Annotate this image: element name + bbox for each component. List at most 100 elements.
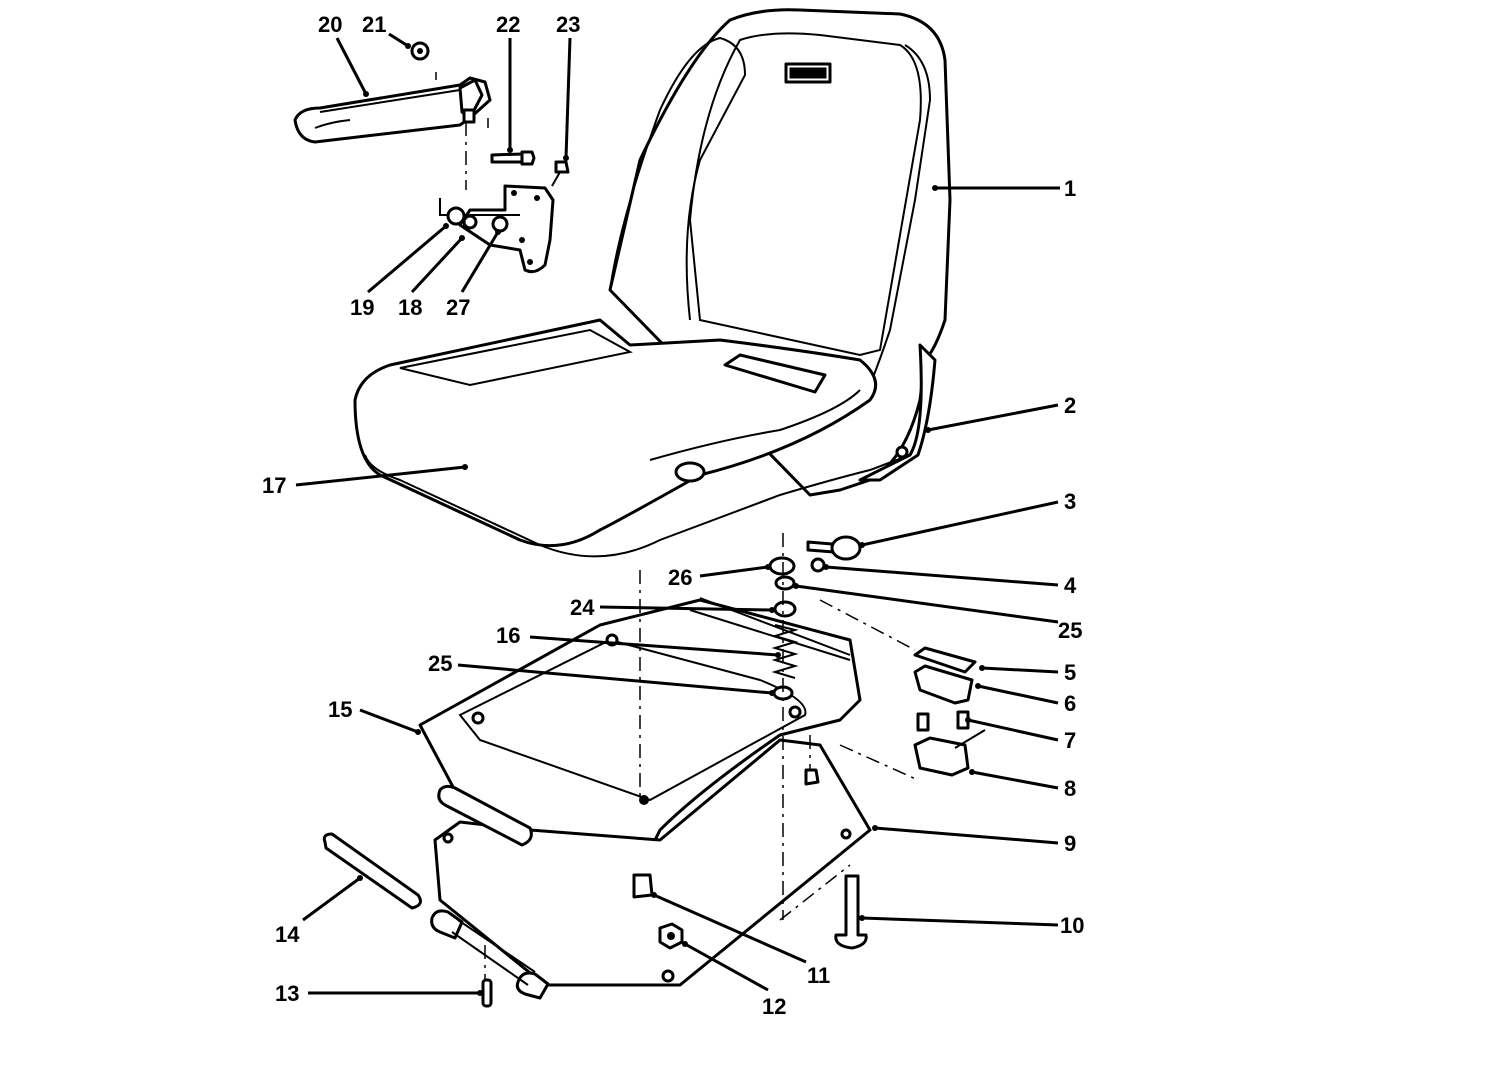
callout-23: 23 (556, 12, 580, 37)
part-22-bolt (490, 152, 524, 164)
leader-dot-26 (765, 564, 771, 570)
leader-18 (410, 236, 464, 294)
leader-8 (971, 770, 1059, 790)
leader-dot-7 (965, 717, 971, 723)
callout-13: 13 (275, 981, 299, 1006)
part-3-clevis-pin (806, 540, 836, 554)
part-7-screw-2 (956, 710, 970, 730)
part-6-bracket (913, 664, 974, 705)
leader-3 (861, 500, 1059, 547)
part-4-nut (810, 557, 826, 573)
leader-dot-22 (507, 147, 513, 153)
seat-assembly (353, 8, 952, 558)
leader-dot-17 (462, 464, 468, 470)
part-22-bolt-head (520, 150, 536, 166)
leader-12 (684, 942, 769, 992)
leader-dot-13 (477, 990, 483, 996)
leader-dot-16 (775, 652, 781, 658)
bracket-hole-3 (519, 237, 525, 243)
callout-9: 9 (1064, 831, 1076, 856)
callout-labels: 1 2 3 4 5 6 7 8 9 10 11 12 13 14 15 16 1… (262, 12, 1084, 1019)
part-13-pin (481, 978, 493, 1008)
leader-dot-5 (979, 665, 985, 671)
leader-15 (359, 708, 419, 734)
seat-side-support (858, 343, 937, 482)
callout-17: 17 (262, 473, 286, 498)
leader-19 (367, 224, 447, 294)
base-plate-assembly (322, 535, 986, 1008)
centerline-latch (819, 599, 919, 781)
callout-22: 22 (496, 12, 520, 37)
callout-8: 8 (1064, 776, 1076, 801)
leader-16 (529, 635, 779, 657)
leader-dot-25b (769, 690, 775, 696)
leader-dot-4 (823, 564, 829, 570)
leader-dot-2 (925, 427, 931, 433)
bracket-guide-line (439, 198, 520, 216)
leader-20 (335, 37, 368, 95)
part-8-latch-bracket (913, 736, 970, 777)
leader-25b (457, 663, 773, 695)
leader-dot-9 (872, 825, 878, 831)
part-27-nut (491, 215, 509, 233)
leader-27 (460, 231, 500, 293)
callout-2: 2 (1064, 393, 1076, 418)
plate-hole-4 (639, 795, 649, 805)
callout-3: 3 (1064, 489, 1076, 514)
armrest-hinge-pin (462, 108, 476, 124)
part-7-screw-1 (916, 712, 930, 732)
callout-24: 24 (570, 595, 595, 620)
leader-17 (295, 465, 466, 487)
leader-dot-19 (443, 223, 449, 229)
part-12-nut-hole (667, 932, 675, 940)
callout-25-left: 25 (428, 651, 452, 676)
seat-backrest-right-bolster (869, 44, 932, 386)
seat-grip-hole (674, 461, 706, 483)
leader-6 (977, 684, 1059, 705)
part-14-rod (322, 832, 422, 910)
bracket-hole-2 (534, 195, 540, 201)
part-11-bolt (632, 873, 654, 899)
callout-21: 21 (362, 12, 386, 37)
leader-23 (564, 37, 572, 159)
callout-16: 16 (496, 623, 520, 648)
part-10-pin (834, 874, 868, 950)
leader-dot-21 (405, 43, 411, 49)
callout-12: 12 (762, 994, 786, 1019)
part-18-washer (462, 214, 478, 230)
part-24-bushing (773, 600, 797, 618)
leader-dot-27 (495, 229, 501, 235)
plate-rail (689, 597, 851, 661)
plate-hinge-tube (437, 784, 533, 847)
leader-dot-10 (859, 915, 865, 921)
callout-20: 20 (318, 12, 342, 37)
part-8-arm (954, 729, 986, 749)
base-hinge-link (451, 919, 536, 986)
base-hole-1 (442, 832, 454, 844)
part-23-shank (551, 171, 561, 187)
seat-backrest-inner (688, 32, 922, 357)
leader-21 (388, 32, 409, 48)
leader-dot-14 (357, 875, 363, 881)
leader-25a (795, 584, 1059, 624)
leader-dot-12 (682, 941, 688, 947)
callout-6: 6 (1064, 691, 1076, 716)
seat-side-hole (895, 445, 909, 459)
armrest-pad (293, 76, 492, 144)
part-21-nut-hole (417, 48, 423, 54)
part-26-washer (768, 556, 796, 576)
part-15-plate-inset (458, 638, 807, 802)
plate-hole-3 (788, 705, 802, 719)
part-25-washer-top (774, 575, 796, 591)
plate-hole-1 (471, 711, 485, 725)
armrest-guide-line (435, 72, 489, 190)
part-5-plate (913, 646, 977, 674)
leader-7 (967, 718, 1059, 742)
callout-5: 5 (1064, 660, 1076, 685)
leader-10 (861, 916, 1059, 927)
callout-14: 14 (275, 922, 300, 947)
callout-19: 19 (350, 295, 374, 320)
armrest-assembly (293, 41, 570, 274)
callout-10: 10 (1060, 913, 1084, 938)
